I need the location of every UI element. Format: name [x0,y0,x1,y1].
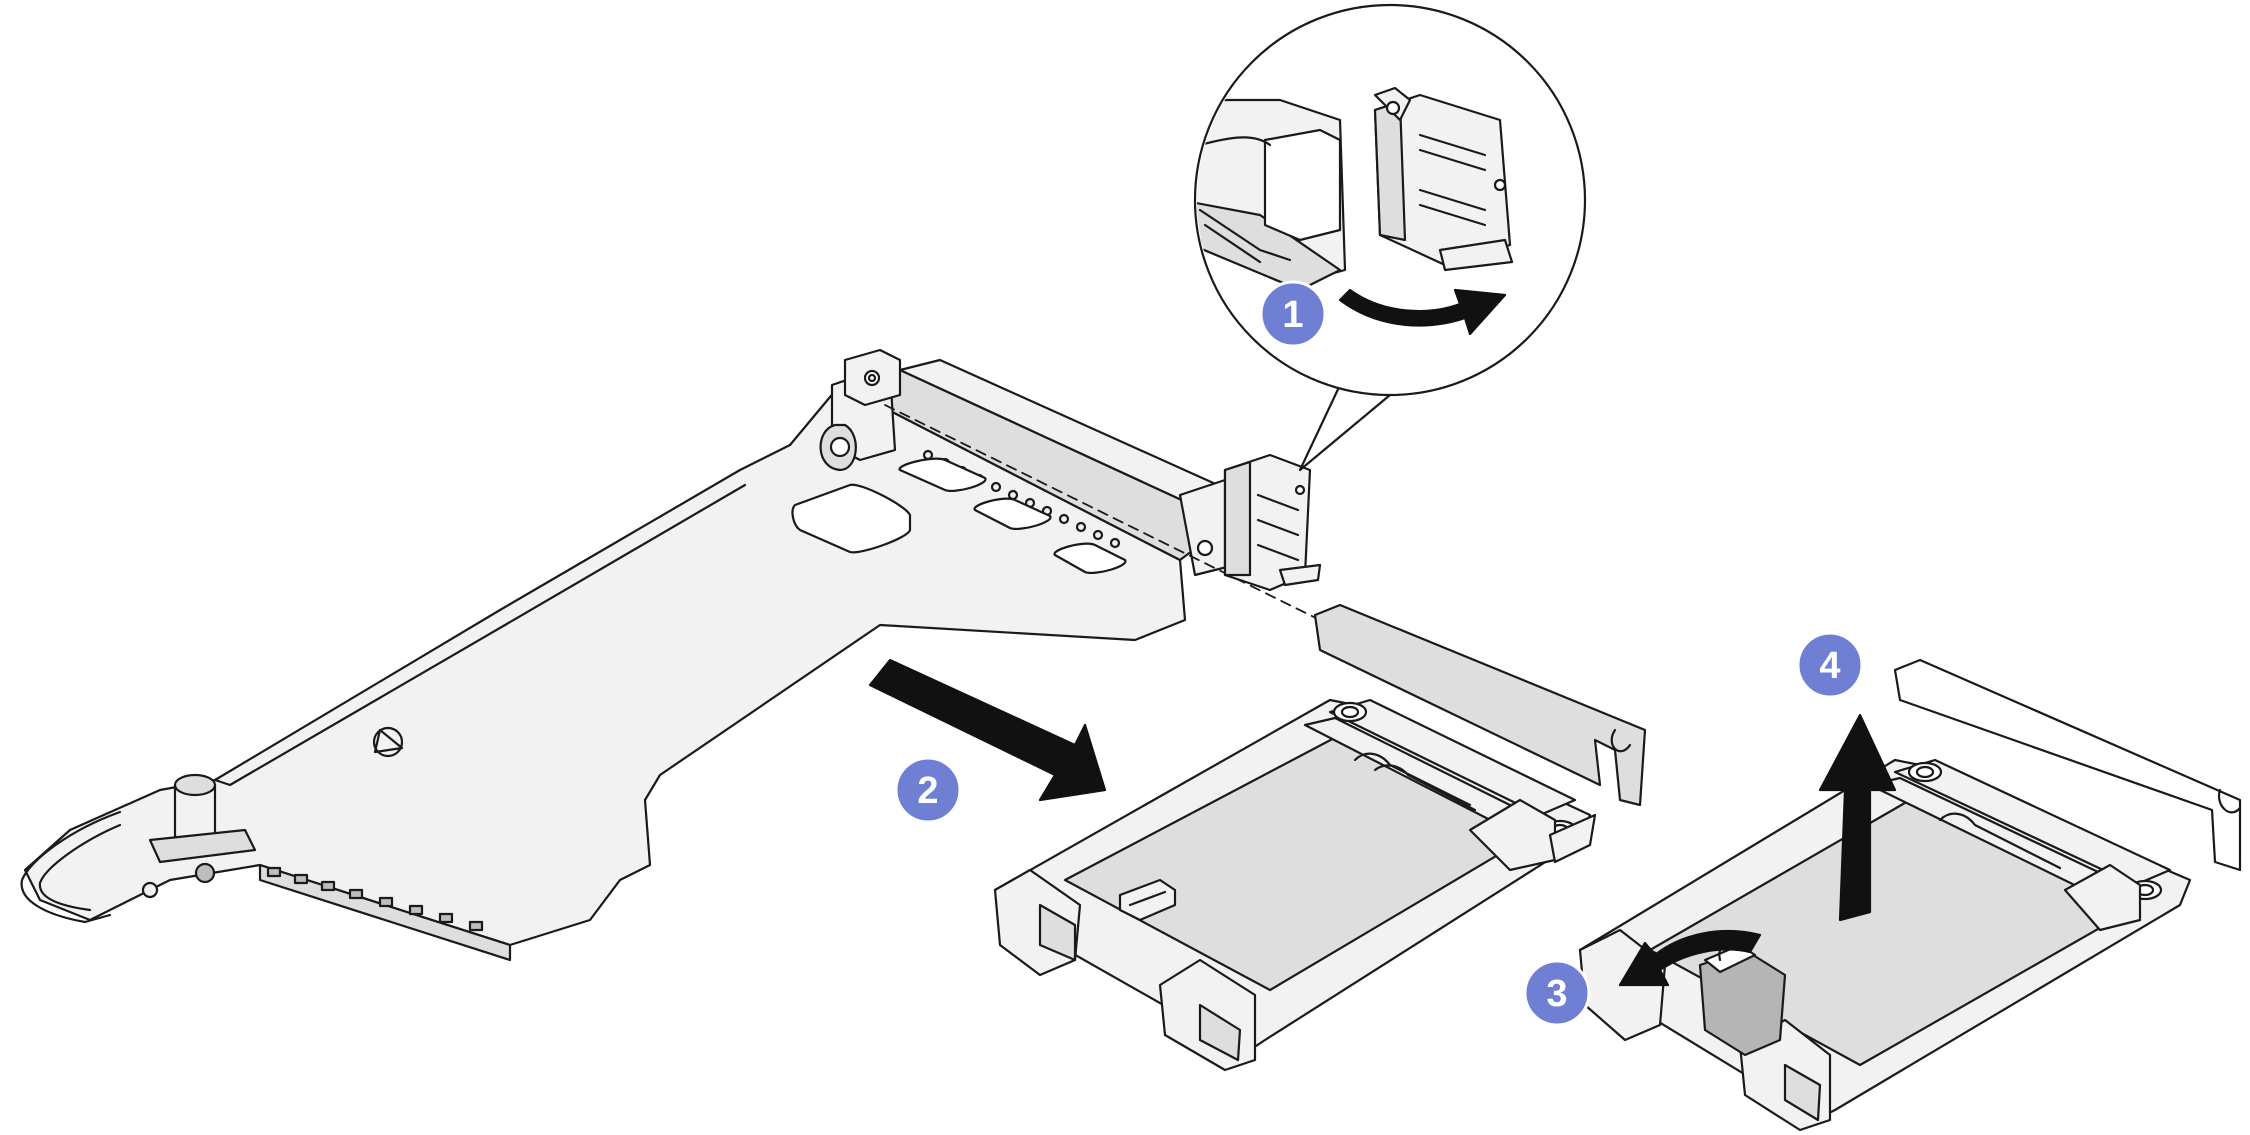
riser-bracket [20,348,1331,962]
latch-detail-magnifier [1193,3,1587,472]
callout-number: 1 [1282,294,1303,336]
thumbscrew-icon [141,773,257,899]
plate-slots [898,457,1127,574]
edge-slots [266,866,484,932]
callout-badge-4: 4 [1796,631,1864,699]
arrow-down-right-icon [868,658,1107,802]
bracket-latch [1223,453,1322,592]
m2-adapter-assembly [993,603,1647,1072]
callout-badge-3: 3 [1523,959,1591,1027]
pcie-bracket-plate [1313,603,1647,807]
alignment-marker-icon [373,728,404,754]
curved-arrow-left-icon [1618,929,1762,987]
callout-number: 2 [917,770,938,812]
alignment-guide-line [884,404,1331,626]
riser-handle [20,810,122,924]
callout-badge-1: 1 [1259,280,1327,348]
callout-number: 4 [1819,645,1840,687]
curved-arrow-right-icon [1338,288,1507,336]
plate-cutout [791,483,912,554]
callout-badge-2: 2 [894,756,962,824]
arrow-up-icon [1818,713,1897,922]
callout-number: 3 [1546,973,1567,1015]
retainer-clip [1698,938,1787,1057]
m2-adapter-released [1578,658,2242,1132]
